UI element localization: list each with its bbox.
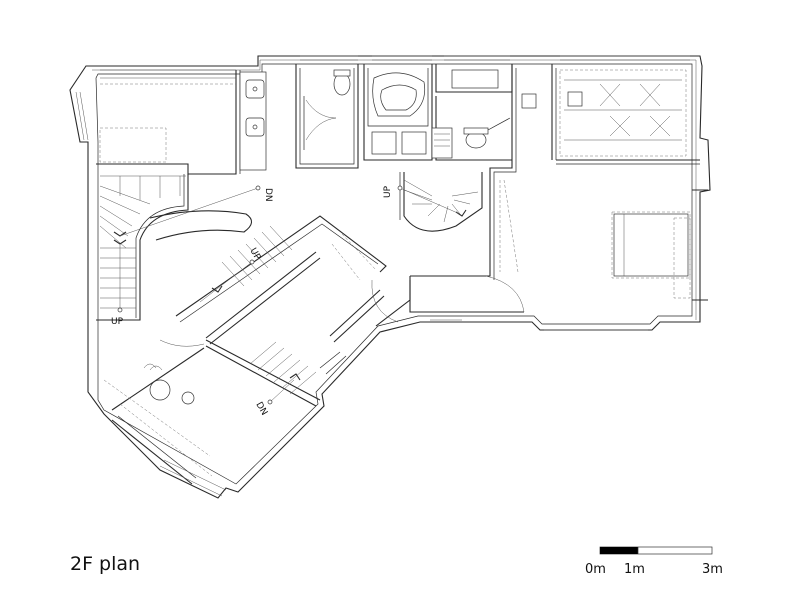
bedroom [611,189,708,301]
stair-label-left-up: UP [111,317,124,327]
room-bottom-left [103,347,213,485]
stair-label-left-dn: DN [263,188,273,202]
left-staircase [96,174,261,321]
stair-label-center-up: UP [247,247,262,263]
scale-label-3m: 3m [702,562,723,577]
bathroom-1 [295,64,359,169]
bathroom-2 [363,64,433,161]
stair-label-center-dn: DN [253,401,268,418]
plan-title: 2F plan [70,553,141,575]
vanity-sinks [239,71,267,171]
right-staircase [397,172,525,313]
room-top-left [96,69,241,175]
hallway-walls [410,64,557,280]
windows [75,55,690,497]
center-staircase [159,215,411,407]
scale-label-0m: 0m [585,562,606,577]
dressing-room [521,69,700,165]
exterior-walls [69,55,711,499]
scale-label-1m: 1m [624,562,645,577]
stair-label-right-up: UP [383,185,393,198]
scale-bar [599,546,713,555]
bathroom-3 [431,64,513,161]
